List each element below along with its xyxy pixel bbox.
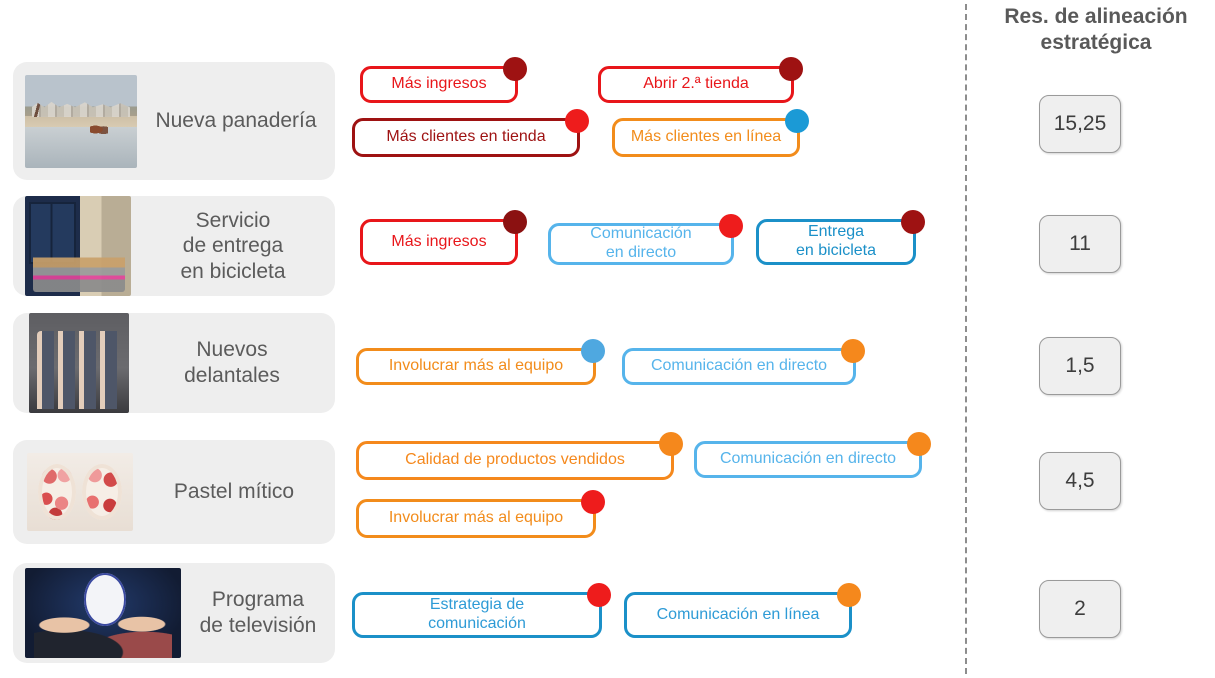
project-card[interactable]: Programa de televisión xyxy=(13,563,335,663)
objective-tag-status-dot xyxy=(785,109,809,133)
project-title: Nueva panadería xyxy=(155,109,317,133)
objective-tag-status-dot xyxy=(581,490,605,514)
objective-tag-label: Comunicación en directo xyxy=(590,225,692,261)
objective-tag-label: Comunicación en línea xyxy=(656,605,820,623)
project-title: Servicio de entrega en bicicleta xyxy=(180,208,286,283)
objective-tag-label: Más ingresos xyxy=(391,232,487,250)
objective-tag-status-dot xyxy=(503,57,527,81)
objective-tag-status-dot xyxy=(901,210,925,234)
objective-tag-status-dot xyxy=(659,432,683,456)
objective-tag-label: Comunicación en directo xyxy=(650,357,828,375)
project-thumbnail-image xyxy=(25,74,137,168)
alignment-score-box: 2 xyxy=(1039,580,1121,638)
objective-tag-label: Más clientes en línea xyxy=(630,128,782,146)
objective-tag-status-dot xyxy=(565,109,589,133)
objective-tag-status-dot xyxy=(719,214,743,238)
objective-tag-label: Involucrar más al equipo xyxy=(388,509,564,527)
objective-tag-label: Más ingresos xyxy=(391,75,487,93)
project-title: Programa de televisión xyxy=(199,588,317,637)
objective-tag[interactable]: Comunicación en directo xyxy=(548,214,743,265)
objective-tag[interactable]: Abrir 2.ª tienda xyxy=(598,57,803,103)
objective-tag[interactable]: Involucrar más al equipo xyxy=(356,490,605,538)
project-thumbnail-image xyxy=(25,196,131,296)
objective-tag[interactable]: Comunicación en directo xyxy=(694,432,931,478)
objective-tag-status-dot xyxy=(837,583,861,607)
vertical-dashed-divider xyxy=(965,4,967,674)
objective-tag-status-dot xyxy=(779,57,803,81)
project-card[interactable]: Nuevos delantales xyxy=(13,313,335,413)
objective-tag-label: Abrir 2.ª tienda xyxy=(643,75,749,93)
objective-tag-label: Involucrar más al equipo xyxy=(388,357,564,375)
project-card[interactable]: Nueva panadería xyxy=(13,62,335,180)
objective-tag-status-dot xyxy=(503,210,527,234)
project-thumbnail-image xyxy=(25,568,181,658)
project-card[interactable]: Pastel mítico xyxy=(13,440,335,544)
project-title: Pastel mítico xyxy=(173,480,295,504)
objective-tag[interactable]: Más clientes en línea xyxy=(612,109,809,157)
alignment-score-box: 15,25 xyxy=(1039,95,1121,153)
alignment-score-box: 4,5 xyxy=(1039,452,1121,510)
objective-tag[interactable]: Entrega en bicicleta xyxy=(756,210,925,265)
objective-tag-status-dot xyxy=(587,583,611,607)
objective-tag[interactable]: Más clientes en tienda xyxy=(352,109,589,157)
objective-tag-status-dot xyxy=(907,432,931,456)
score-column-header: Res. de alineación estratégica xyxy=(1004,5,1188,54)
objective-tag-label: Comunicación en directo xyxy=(719,450,897,468)
objective-tag[interactable]: Estrategia de comunicación xyxy=(352,583,611,638)
objective-tag[interactable]: Más ingresos xyxy=(360,57,527,103)
objective-tag[interactable]: Comunicación en línea xyxy=(624,583,861,638)
alignment-score-box: 1,5 xyxy=(1039,337,1121,395)
alignment-score-box: 11 xyxy=(1039,215,1121,273)
project-card[interactable]: Servicio de entrega en bicicleta xyxy=(13,196,335,296)
objective-tag-label: Estrategia de comunicación xyxy=(428,596,526,632)
objective-tag[interactable]: Más ingresos xyxy=(360,210,527,265)
project-title: Nuevos delantales xyxy=(184,338,280,387)
objective-tag-label: Calidad de productos vendidos xyxy=(405,451,625,469)
objective-tag[interactable]: Comunicación en directo xyxy=(622,339,865,385)
project-thumbnail-image xyxy=(29,313,129,413)
objective-tag-label: Más clientes en tienda xyxy=(386,128,546,146)
objective-tag[interactable]: Involucrar más al equipo xyxy=(356,339,605,385)
score-column: Res. de alineación estratégica 15,25 11 1,… xyxy=(965,0,1215,678)
objective-tag-status-dot xyxy=(581,339,605,363)
objective-tag-label: Entrega en bicicleta xyxy=(795,223,877,259)
objective-tag[interactable]: Calidad de productos vendidos xyxy=(356,432,683,480)
objective-tag-status-dot xyxy=(841,339,865,363)
project-thumbnail-image xyxy=(27,453,133,531)
